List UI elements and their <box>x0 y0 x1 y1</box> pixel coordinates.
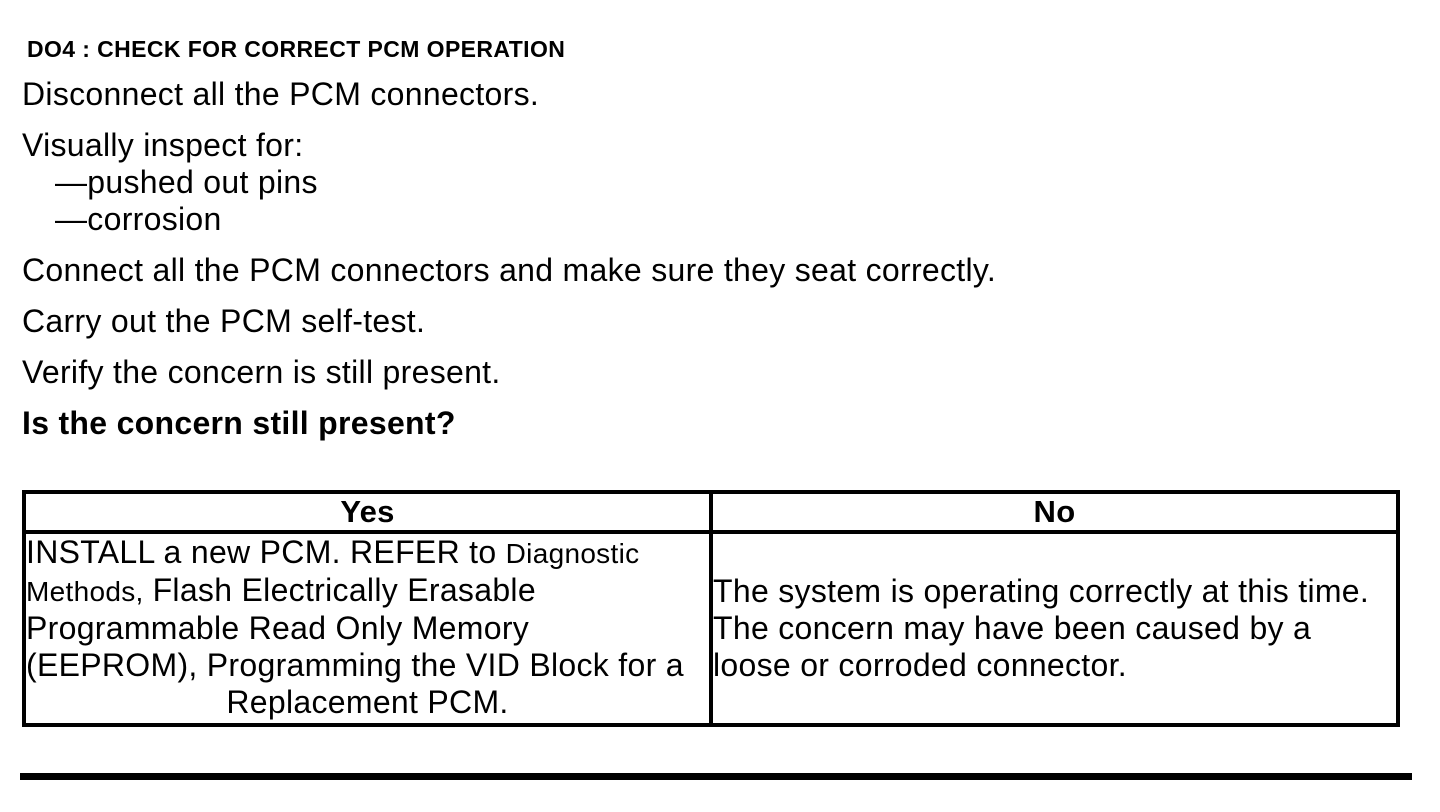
decision-question: Is the concern still present? <box>22 405 456 441</box>
procedure-step-disconnect: Disconnect all the PCM connectors. <box>22 76 540 112</box>
no-action-cell: The system is operating correctly at thi… <box>709 530 1400 727</box>
pinpoint-test-title: DO4 : CHECK FOR CORRECT PCM OPERATION <box>27 36 566 62</box>
no-column-header: No <box>709 490 1400 534</box>
decision-table: Yes No INSTALL a new PCM. REFER to Diagn… <box>22 490 1400 727</box>
procedure-step-connect: Connect all the PCM connectors and make … <box>22 252 997 288</box>
procedure-step-verify: Verify the concern is still present. <box>22 354 501 390</box>
yes-action-line: INSTALL a new PCM. REFER to Diagnostic <box>26 534 709 572</box>
yes-column-header: Yes <box>22 490 713 534</box>
procedure-step-self-test: Carry out the PCM self-test. <box>22 303 426 339</box>
yes-action-line2-reference: Methods, <box>26 576 144 607</box>
decision-table-action-row: INSTALL a new PCM. REFER to Diagnostic M… <box>22 530 1400 727</box>
inspection-item-pushed-out-pins: —pushed out pins <box>55 164 318 200</box>
yes-action-line2-main: Flash Electrically Erasable <box>152 572 536 608</box>
yes-action-line: Methods, Flash Electrically Erasable <box>26 572 709 610</box>
decision-table-header-row: Yes No <box>22 490 1400 534</box>
yes-action-cell: INSTALL a new PCM. REFER to Diagnostic M… <box>22 530 713 727</box>
yes-action-line: Replacement PCM. <box>226 684 509 720</box>
procedure-step-inspect: Visually inspect for: <box>22 127 304 163</box>
yes-action-line1-reference: Diagnostic <box>505 538 640 569</box>
yes-action-line: Programmable Read Only Memory <box>26 610 530 646</box>
no-action-line: The concern may have been caused by a <box>713 610 1312 646</box>
inspection-item-corrosion: —corrosion <box>55 201 222 237</box>
yes-action-line1-main: INSTALL a new PCM. REFER to <box>26 534 506 570</box>
no-action-line: The system is operating correctly at thi… <box>713 573 1370 609</box>
no-action-line: loose or corroded connector. <box>713 647 1127 683</box>
section-divider <box>20 773 1412 780</box>
inspection-list: —pushed out pins —corrosion <box>0 164 1440 238</box>
yes-action-line: (EEPROM), Programming the VID Block for … <box>26 647 684 683</box>
